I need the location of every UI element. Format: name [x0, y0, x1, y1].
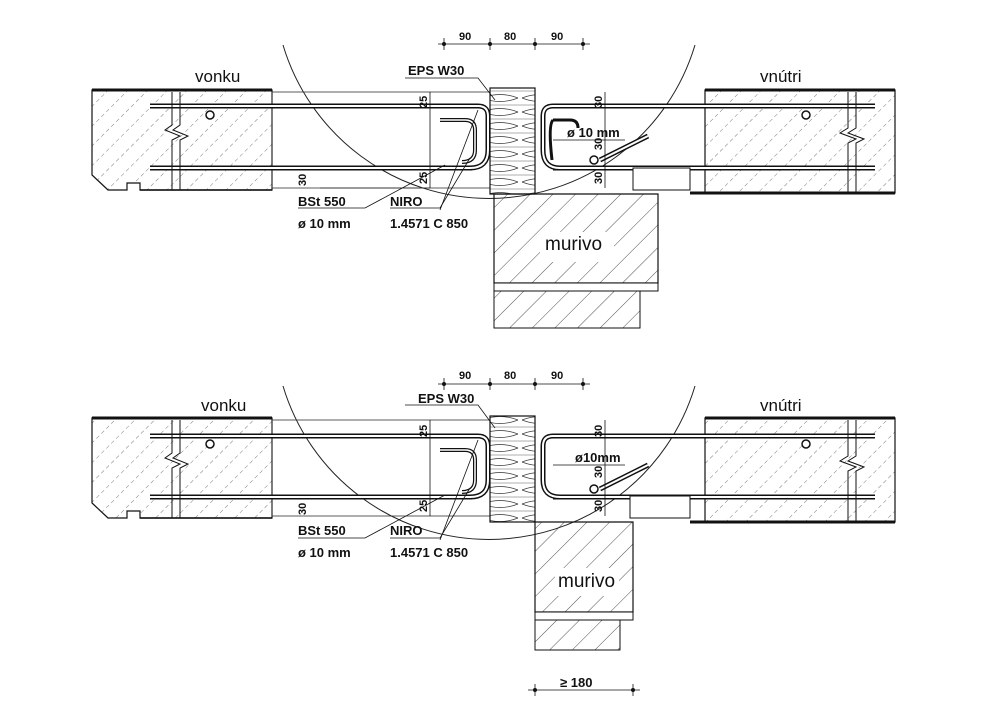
label-steel-right-1: NIRO [390, 194, 423, 209]
break-line-right [838, 92, 858, 193]
hook-left [440, 103, 491, 171]
label-wall: murivo [545, 234, 602, 255]
label-inside: vnútri [760, 67, 802, 86]
break-line-left [163, 92, 182, 190]
dim-top-1: 90 [459, 31, 471, 43]
dim-cover-6-2: 30 [593, 466, 605, 478]
label-steel-left-1-2: BSt 550 [298, 523, 346, 538]
dim-cover-2-2: 25 [418, 500, 430, 512]
dim-top-2-2: 80 [504, 370, 516, 382]
dim-top-3-2: 90 [551, 370, 563, 382]
detail-circle-2 [282, 385, 696, 540]
wall-2 [534, 521, 634, 613]
dim-cover-5-2: 30 [297, 503, 309, 515]
dim-cover-5: 30 [297, 174, 309, 186]
slab-left-2 [91, 417, 273, 519]
dim-cover-3-2: 30 [593, 425, 605, 437]
dim-top-3: 90 [551, 31, 563, 43]
label-steel-right-2: 1.4571 C 850 [390, 216, 468, 231]
label-bar-diameter: ø 10 mm [567, 125, 620, 140]
dim-cover-2: 25 [418, 172, 430, 184]
insulation-block [489, 87, 536, 195]
dim-bottom: ≥ 180 [560, 675, 592, 690]
label-outside: vonku [195, 67, 240, 86]
dim-top-2: 80 [504, 31, 516, 43]
detail-2: 90 80 90 vonku vnútri EPS W30 ø10mm BSt … [91, 370, 896, 696]
label-bar-diameter-2: ø10mm [575, 450, 621, 465]
dim-cover-6: 30 [593, 138, 605, 150]
label-wall-2: murivo [558, 571, 615, 592]
label-steel-left-2-2: ø 10 mm [298, 545, 351, 560]
label-inside-2: vnútri [760, 396, 802, 415]
label-steel-left-2: ø 10 mm [298, 216, 351, 231]
label-steel-left-1: BSt 550 [298, 194, 346, 209]
insulation-block-2 [489, 415, 536, 523]
label-insulation: EPS W30 [408, 63, 464, 78]
dim-cover-1: 25 [418, 96, 430, 108]
label-steel-right-2-2: 1.4571 C 850 [390, 545, 468, 560]
dim-cover-3: 30 [593, 96, 605, 108]
dim-cover-4: 30 [593, 172, 605, 184]
label-insulation-2: EPS W30 [418, 391, 474, 406]
detail-circle [282, 44, 696, 199]
dim-cover-1-2: 25 [418, 425, 430, 437]
label-outside-2: vonku [201, 396, 246, 415]
dim-top-1-2: 90 [459, 370, 471, 382]
detail-1: 90 80 90 vonku vnútri EPS W30 ø 10 mm BS… [91, 31, 896, 329]
dim-cover-4-2: 30 [593, 500, 605, 512]
label-steel-right-1-2: NIRO [390, 523, 423, 538]
